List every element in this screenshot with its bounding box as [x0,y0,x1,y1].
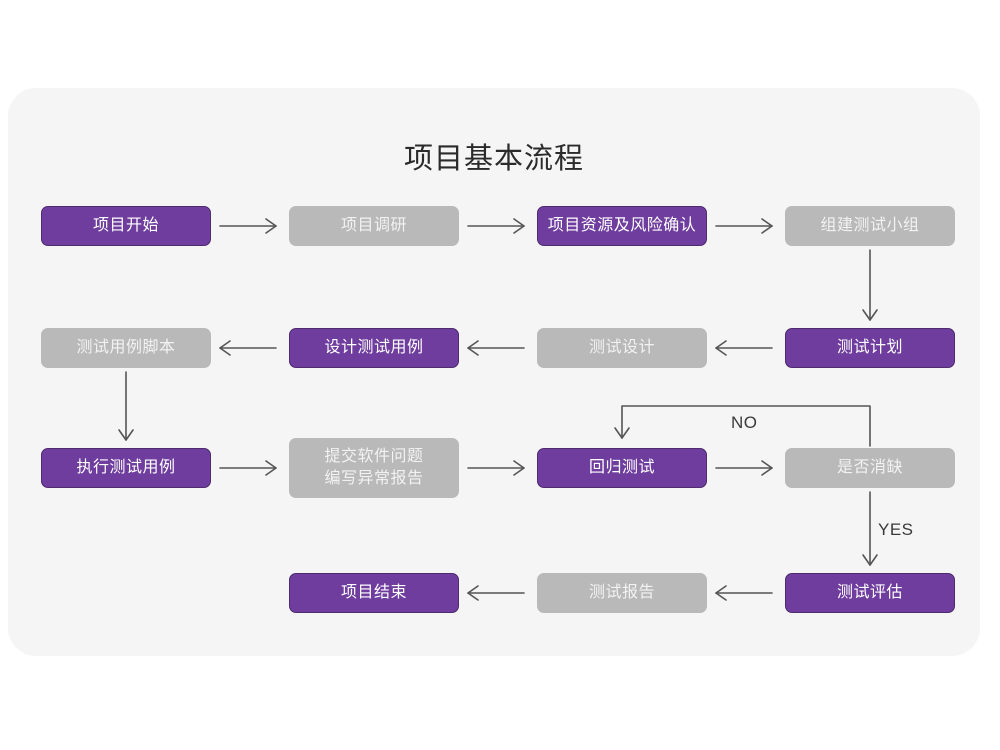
node-project-start[interactable]: 项目开始 [41,206,211,246]
arrow-regression-to-defect-cleared [715,460,773,476]
node-execute-test-case[interactable]: 执行测试用例 [41,448,211,488]
node-design-test-case[interactable]: 设计测试用例 [289,328,459,368]
arrow-report-to-project-end [467,585,525,601]
node-build-test-team[interactable]: 组建测试小组 [785,206,955,246]
node-test-evaluation[interactable]: 测试评估 [785,573,955,613]
node-submit-bug-report[interactable]: 提交软件问题 编写异常报告 [289,438,459,498]
edge-label-yes: YES [878,520,914,539]
node-label: 项目资源及风险确认 [547,217,697,234]
node-label: 执行测试用例 [76,459,176,476]
node-label: 项目调研 [340,217,407,234]
node-resource-risk-confirm[interactable]: 项目资源及风险确认 [537,206,707,246]
node-label: 测试报告 [588,584,655,601]
arrow-submit-bug-to-regression [467,460,525,476]
arrow-test-design-to-design-case [467,340,525,356]
node-label: 提交软件问题 编写异常报告 [324,448,424,487]
node-label: 回归测试 [588,459,655,476]
flowchart-card: 项目基本流程 项目开始 项目调研 项目资源及风险确认 组建测试小组 测试用例脚本… [8,88,980,656]
node-project-research[interactable]: 项目调研 [289,206,459,246]
arrow-test-script-to-execute-case [118,371,134,441]
arrow-design-case-to-test-script [219,340,277,356]
edge-label-no: NO [731,413,758,432]
node-label: 测试设计 [588,339,655,356]
arrow-build-team-to-test-plan [862,249,878,321]
node-defect-cleared[interactable]: 是否消缺 [785,448,955,488]
node-label: 项目结束 [340,584,407,601]
node-label: 测试用例脚本 [76,339,176,356]
arrow-test-plan-to-test-design [715,340,773,356]
node-label: 是否消缺 [836,459,903,476]
node-label: 设计测试用例 [324,339,424,356]
node-regression-test[interactable]: 回归测试 [537,448,707,488]
arrow-evaluation-to-report [715,585,773,601]
arrow-research-to-resource-risk [467,218,525,234]
page-title: 项目基本流程 [403,143,584,175]
arrow-execute-case-to-submit-bug [219,460,277,476]
node-test-design[interactable]: 测试设计 [537,328,707,368]
node-label: 项目开始 [92,217,159,234]
node-label: 组建测试小组 [820,217,920,234]
arrow-project-start-to-research [219,218,277,234]
node-label: 测试评估 [836,584,903,601]
node-test-case-script[interactable]: 测试用例脚本 [41,328,211,368]
arrow-yes-defect-to-evaluation [862,491,878,566]
node-test-report[interactable]: 测试报告 [537,573,707,613]
node-label: 测试计划 [836,339,903,356]
arrow-resource-risk-to-build-team [715,218,773,234]
node-test-plan[interactable]: 测试计划 [785,328,955,368]
node-project-end[interactable]: 项目结束 [289,573,459,613]
